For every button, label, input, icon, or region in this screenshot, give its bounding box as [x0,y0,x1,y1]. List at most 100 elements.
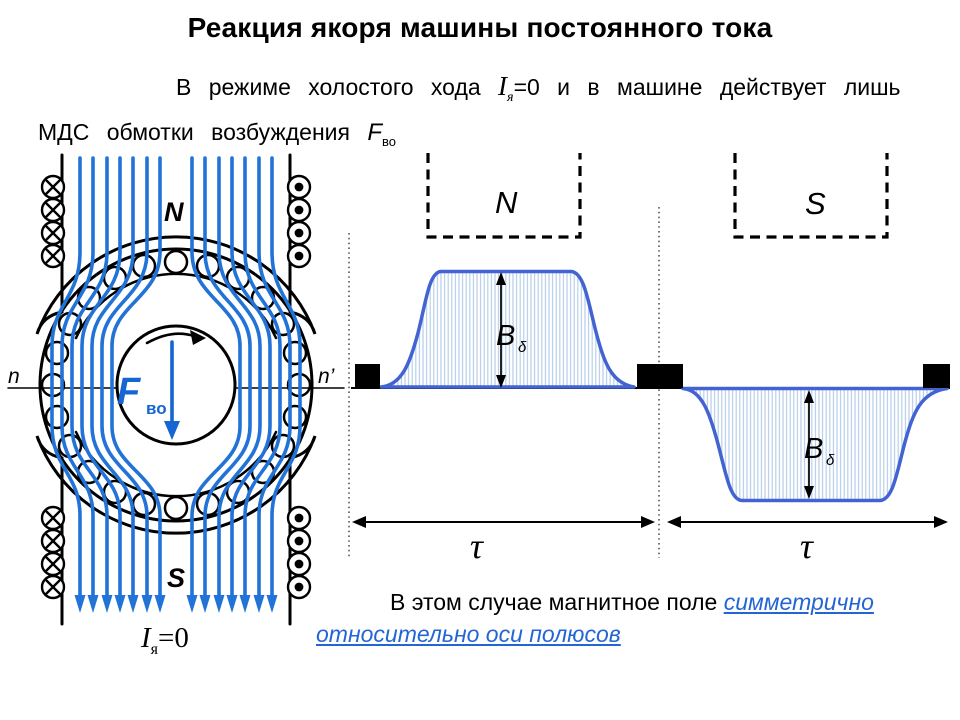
b-delta-label: B [804,433,823,465]
b-delta-label-subscript: δ [518,339,527,356]
conductor-circle [44,404,70,430]
footer-link-part2[interactable]: относительно оси полюсов [316,621,621,647]
brush-block [923,364,950,388]
flux-line [50,156,82,599]
machine-top-pole-label: N [164,197,184,227]
tau-label-right: τ [800,526,814,566]
flux-line-arrowheads [74,595,278,613]
coil-turn-cross [40,551,66,577]
flux-arrowhead [154,595,166,613]
footer-link-part1[interactable]: симметрично [723,589,874,615]
coil-turn-dot [286,551,312,577]
caption-current-subscript: я [150,641,159,658]
coil-turn-cross [40,174,66,200]
flux-lobe-positive [379,269,636,389]
flux-arrowhead [141,595,153,613]
coil-turn-dot [286,574,312,600]
flux-lobe-negative [681,386,949,503]
intro-line2-start: обмотки возбуждения [106,119,368,145]
footer-text: В этом случае магнитное поле [390,589,724,615]
flux-line [70,156,109,599]
tau-arrow [667,516,948,528]
flux-arrowhead [253,595,265,613]
flux-south-pole-label: S [805,186,826,221]
pole-outline-south [733,153,889,239]
machine-diagram: N S n n’ F во [7,153,345,626]
coil-turn-cross [40,197,66,223]
b-delta-arrow [496,272,506,388]
flux-arrowhead [199,595,211,613]
tau-arrow [352,516,655,528]
flux-arrowhead [74,595,86,613]
armature-circle [38,247,314,523]
neutral-axis-right-label: n’ [318,365,335,388]
armature-current-symbol: I [498,71,508,101]
shaft-circle [115,324,237,446]
pole-shoe-south [35,435,317,535]
flux-arrowhead [127,595,139,613]
conductor-circle [163,249,189,275]
mmf-arrow [164,340,180,440]
b-delta-label-subscript: δ [826,452,835,469]
flux-line [230,156,272,599]
mmf-subscript: во [382,134,397,149]
intro-paragraph: В режиме холостого хода Iя=0 и в машине … [38,66,938,156]
flux-lines [50,156,302,599]
neutral-axis-left-label: n [8,365,20,388]
conductor-circle [282,340,308,366]
flux-line [190,156,242,599]
flux-arrowhead [266,595,278,613]
tau-label-left: τ [470,526,484,566]
flux-line [80,156,122,599]
coil-turn-dot [286,174,312,200]
pole-shoe-north [35,235,317,335]
b-delta-arrow [804,390,814,499]
coil-turn-cross [40,220,66,246]
coil-turn-dot [286,505,312,531]
field-coil-cross-symbols [40,174,66,600]
armature-current-subscript: я [507,90,514,105]
coil-turn-dot [286,243,312,269]
coil-turn-cross [40,574,66,600]
brush-block [637,364,683,388]
flux-arrowhead [114,595,126,613]
conductor-circle [282,404,308,430]
slide-title: Реакция якоря машины постоянного тока [187,12,773,43]
flux-north-pole-label: N [495,185,518,220]
coil-turn-dot [286,528,312,554]
coil-turn-cross [40,243,66,269]
flux-arrowhead [213,595,225,613]
mmf-label-subscript: во [146,399,167,418]
machine-caption: Iя=0 [141,622,189,658]
flux-line [243,156,282,599]
conductor-circle [163,495,189,521]
footer-note: В этом случае магнитное поле симметрично… [316,586,948,650]
flux-line [270,156,302,599]
flux-line [60,156,95,599]
coil-turn-dot [286,220,312,246]
flux-arrowhead [226,595,238,613]
coil-turn-cross [40,528,66,554]
mmf-label: F [117,371,142,413]
flux-line [100,156,149,599]
intro-line1-end: и в машине действует лишь МДС [38,74,901,145]
mmf-symbol: F [367,119,383,146]
flux-line [110,156,162,599]
caption-current-value: =0 [158,622,189,654]
armature-current-value: =0 [513,74,540,100]
brush-block [355,364,380,389]
rotation-arrow [145,330,206,345]
flux-arrowhead [186,595,198,613]
flux-arrowhead [101,595,113,613]
coil-turn-cross [40,505,66,531]
machine-bottom-pole-label: S [167,563,185,593]
flux-line [203,156,252,599]
flux-arrowhead [239,595,251,613]
flux-density-diagram: N S B δ B δ [348,153,950,566]
b-delta-label: B [496,320,515,352]
conductor-circle [44,340,70,366]
coil-turn-dot [286,197,312,223]
flux-line [217,156,262,599]
